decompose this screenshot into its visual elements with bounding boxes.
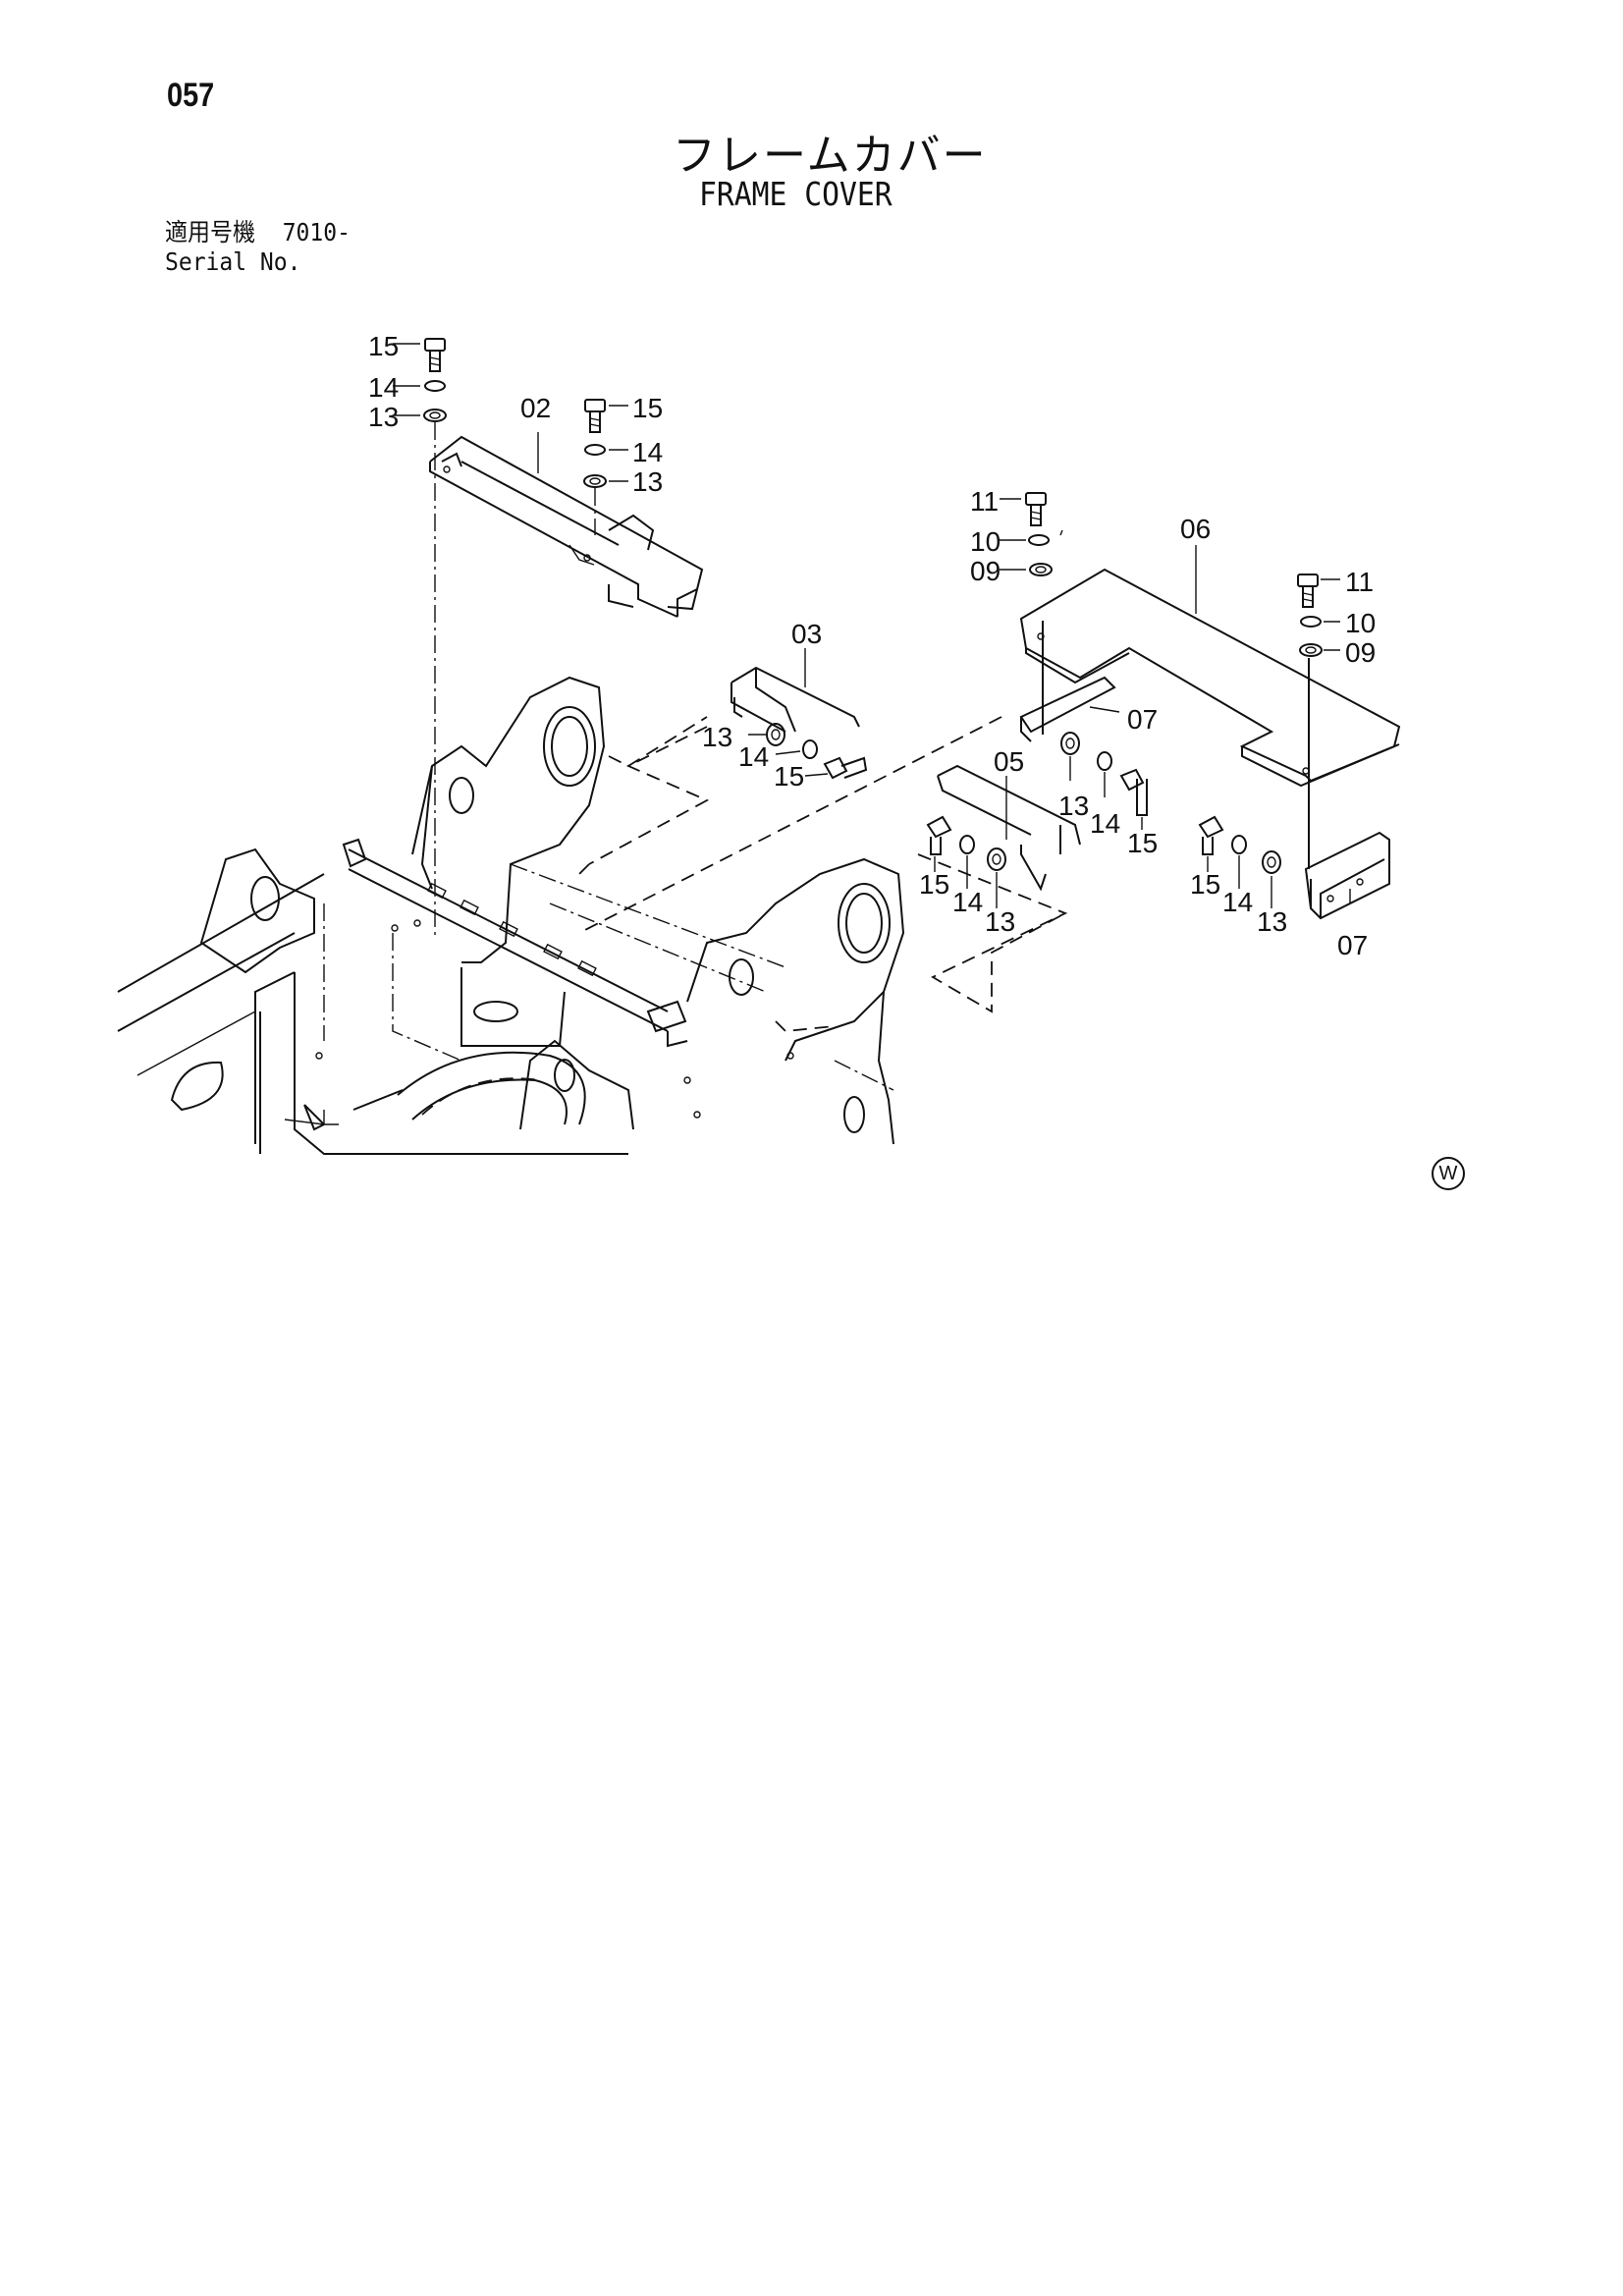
callout-11: 11: [970, 486, 999, 517]
callout-15: 15: [1127, 828, 1158, 858]
part-07-upper: [1019, 676, 1116, 742]
main-frame: [117, 676, 905, 1155]
callout-14: 14: [1222, 887, 1253, 917]
callout-15: 15: [774, 761, 804, 792]
callout-09: 09: [1345, 637, 1376, 668]
part-05-bracket: [937, 764, 1081, 892]
fastener-group-07-lower: [1198, 815, 1281, 908]
callout-15: 15: [919, 869, 949, 900]
part-02-cover: [429, 435, 704, 618]
callout-13: 13: [368, 402, 399, 432]
callout-leaders: [537, 432, 1351, 903]
callout-labels: 15 14 13 02 15 14 13 11 10 09 06 11 10 0…: [368, 331, 1376, 960]
callout-09: 09: [970, 556, 1001, 586]
part-03-bracket: [730, 666, 860, 733]
part-06-plate: [1019, 568, 1401, 788]
serial-block: 適用号機 7010- Serial No.: [165, 218, 351, 277]
callout-15: 15: [1190, 869, 1220, 900]
callout-13: 13: [985, 906, 1015, 937]
callout-14: 14: [952, 887, 983, 917]
fastener-group-05: [926, 815, 1006, 908]
callout-14: 14: [632, 437, 663, 467]
title-japanese: フレームカバー: [673, 131, 988, 181]
page-number: 057: [167, 77, 215, 114]
part-07-lower: [1304, 831, 1390, 920]
serial-value: 7010-: [282, 218, 351, 246]
callout-03: 03: [791, 619, 822, 649]
callout-13: 13: [632, 466, 663, 497]
fastener-group-06-left: [1000, 492, 1063, 735]
w-mark-icon: W: [1432, 1157, 1465, 1190]
callout-14: 14: [1090, 808, 1120, 839]
callout-05: 05: [994, 746, 1024, 777]
fastener-group-06-right: [1297, 574, 1340, 869]
title-english: FRAME COVER: [699, 175, 893, 213]
callout-11: 11: [1345, 567, 1374, 597]
serial-label-en: Serial No.: [165, 247, 301, 276]
fastener-group-upper-left: [393, 338, 447, 938]
floor-outline-dashed: [578, 716, 1068, 1013]
callout-02: 02: [520, 393, 551, 423]
callout-07: 07: [1337, 930, 1368, 960]
callout-13: 13: [1058, 791, 1089, 821]
callout-07: 07: [1127, 704, 1158, 735]
fastener-group-07-upper: [1060, 732, 1148, 830]
callout-10: 10: [970, 526, 1001, 557]
callout-15: 15: [368, 331, 399, 361]
callout-13: 13: [702, 722, 732, 752]
callout-15: 15: [632, 393, 663, 423]
callout-13: 13: [1257, 906, 1287, 937]
callout-10: 10: [1345, 608, 1376, 638]
callout-14: 14: [738, 741, 769, 772]
fastener-group-02-right: [583, 399, 628, 535]
serial-label-jp: 適用号機: [165, 218, 256, 246]
fastener-group-03: [748, 723, 868, 780]
callout-14: 14: [368, 372, 399, 403]
callout-06: 06: [1180, 514, 1211, 544]
